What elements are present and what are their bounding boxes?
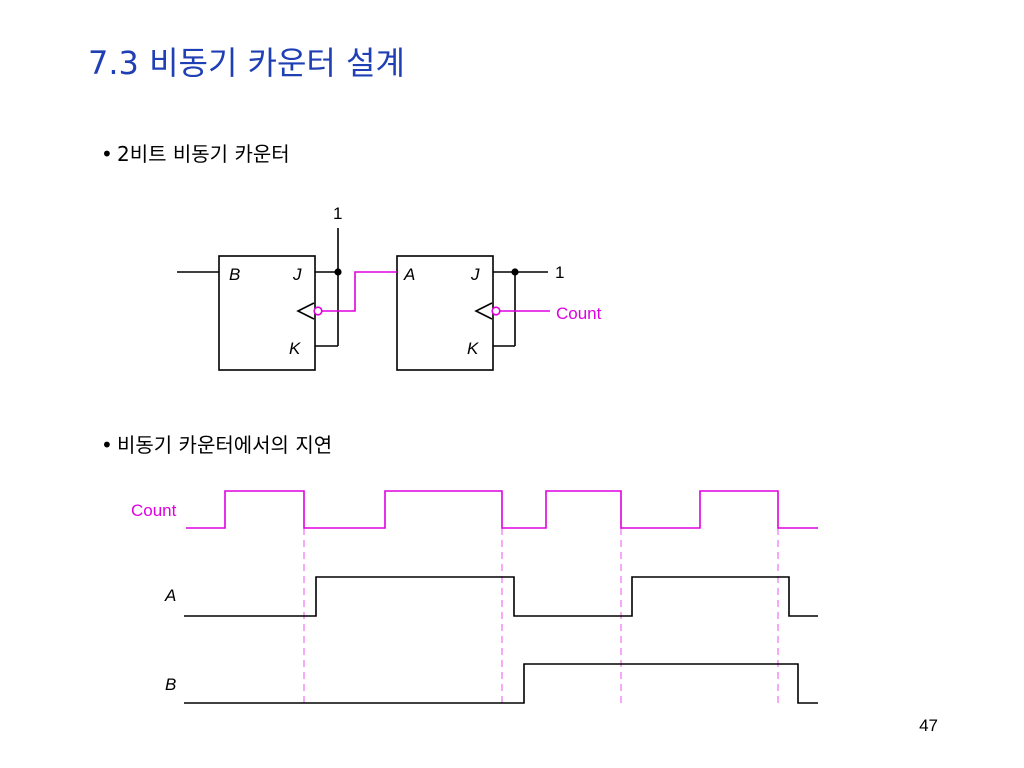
b-waveform-label: B	[165, 675, 176, 694]
ff1-clock-triangle	[296, 302, 315, 320]
circuit-diagram	[177, 228, 548, 371]
ff2-q-label: A	[403, 265, 415, 284]
a-waveform-label: A	[164, 586, 176, 605]
bullet-dot: •	[101, 433, 113, 457]
count-label: Count	[556, 304, 602, 323]
ff1-k-label: K	[289, 339, 301, 358]
const-right-label: 1	[555, 263, 564, 282]
a-to-ff1-clock-wire	[322, 271, 397, 312]
a-waveform	[184, 576, 818, 617]
ff1-junction-dot	[334, 268, 342, 276]
ff1-q-label: B	[229, 265, 240, 284]
ff2-k-label: K	[467, 339, 479, 358]
delay-guides	[303, 528, 779, 703]
bullet-text: 비동기 카운터에서의 지연	[117, 433, 333, 457]
clock-wiring	[313, 271, 550, 316]
ff2-clock-bubble	[491, 306, 501, 316]
page-number: 47	[919, 716, 938, 735]
ff1-j-label: J	[292, 265, 302, 284]
b-waveform	[184, 663, 818, 704]
count-waveform	[186, 490, 818, 529]
const-top-label: 1	[333, 204, 342, 223]
count-waveform-label: Count	[131, 501, 177, 520]
ff2-j-label: J	[470, 265, 480, 284]
ff2-clock-triangle	[474, 302, 493, 320]
bullet-text: 2비트 비동기 카운터	[117, 142, 290, 166]
bullet-async-counter-delay: •비동기 카운터에서의 지연	[101, 429, 332, 458]
bullet-dot: •	[101, 142, 113, 166]
ff1-clock-bubble	[313, 306, 323, 316]
ff2-junction-dot	[511, 268, 519, 276]
bullet-2bit-async-counter: •2비트 비동기 카운터	[101, 138, 290, 167]
slide-title: 7.3 비동기 카운터 설계	[88, 44, 405, 82]
